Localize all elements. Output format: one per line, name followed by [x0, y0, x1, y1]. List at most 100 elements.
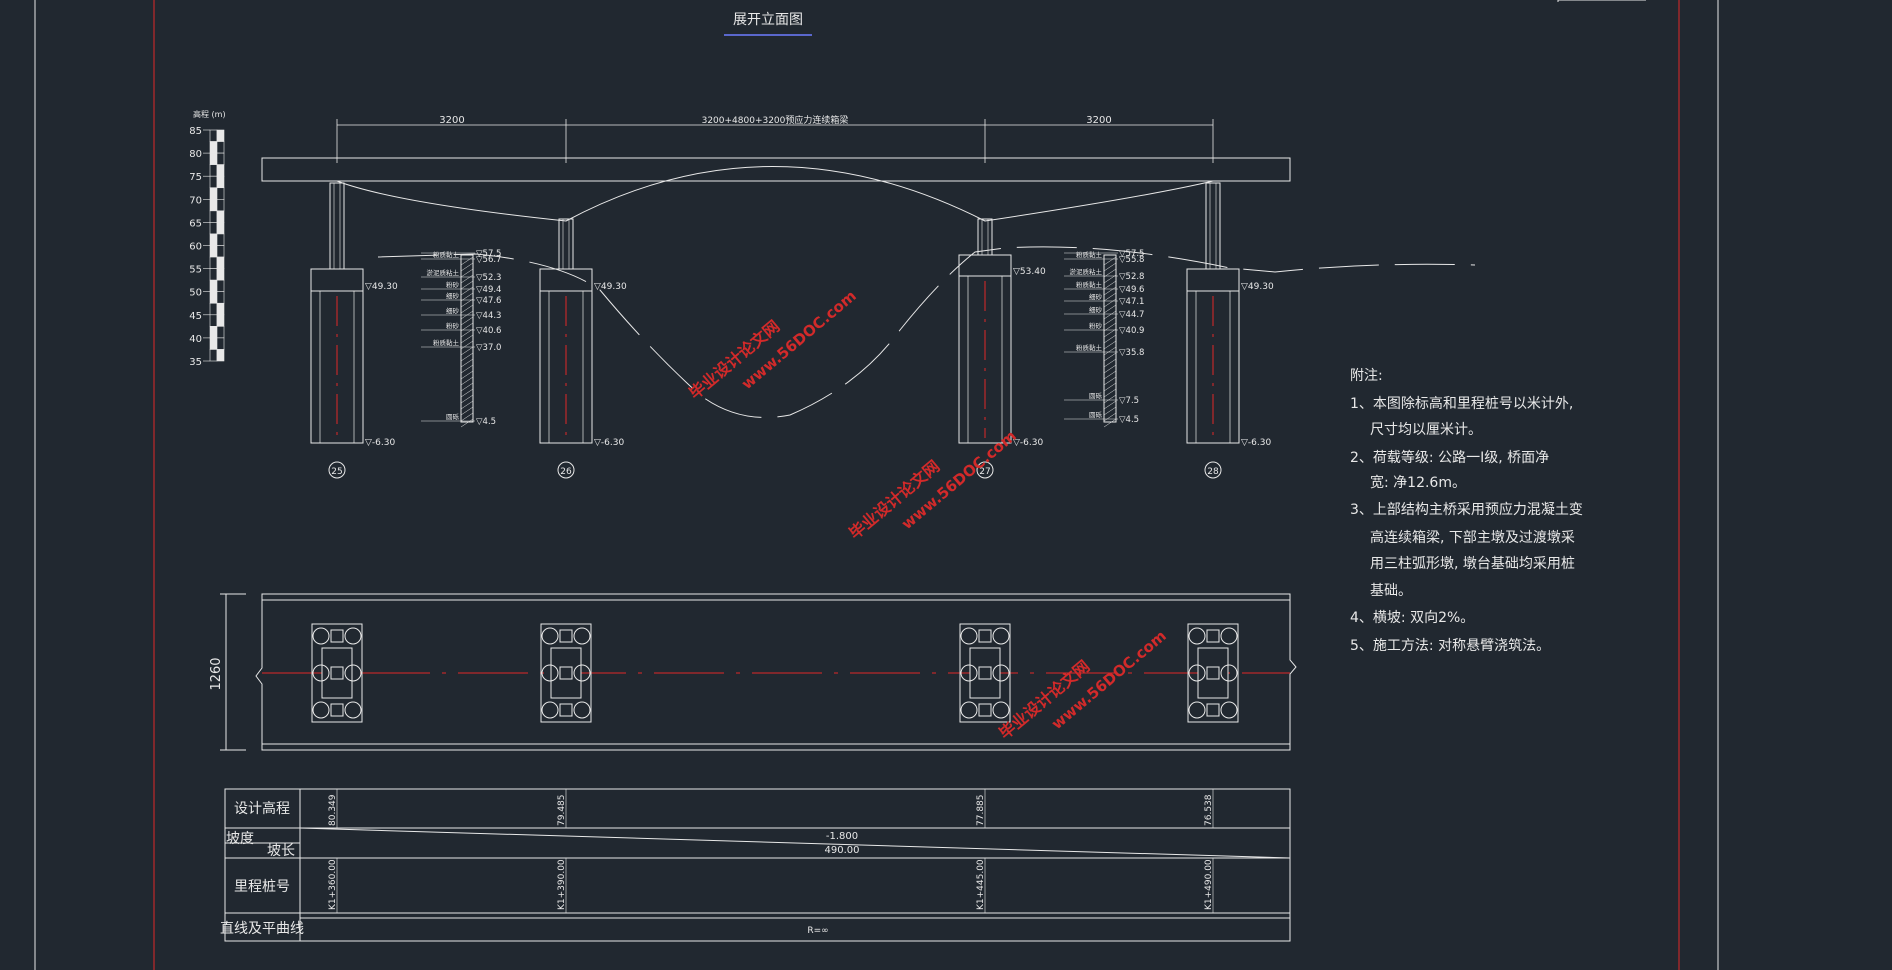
pile-circle — [312, 627, 330, 645]
pier-column-square — [978, 666, 992, 680]
borehole-hatch — [460, 358, 474, 368]
pile-circle — [344, 701, 362, 719]
drawing-title: 展开立面图 — [733, 12, 803, 28]
scale-block — [216, 268, 225, 281]
pile-circle — [344, 664, 362, 682]
pier-number-bubble — [557, 461, 575, 479]
piers: ▽49.30▽-6.3025▽49.30▽-6.3026▽53.40▽-6.30… — [310, 182, 1274, 479]
borehole-hatch — [460, 286, 474, 296]
scale-block — [209, 326, 218, 339]
scale-block — [216, 152, 225, 165]
pile-group-outline — [540, 623, 592, 723]
borehole-hatch — [460, 340, 474, 350]
elevation-scale-label: 45 — [189, 311, 202, 322]
row-label-length: 坡长 — [267, 843, 295, 859]
borehole-hatch — [1103, 280, 1117, 290]
scale-block — [209, 245, 218, 258]
scale-block — [216, 222, 225, 235]
plan-view — [220, 593, 1297, 751]
layer-name: 细砂 — [446, 306, 460, 315]
scale-block — [216, 337, 225, 350]
layer-elevation: ▽40.9 — [1119, 326, 1144, 336]
border-red — [153, 0, 1680, 970]
layer-name: 粉质黏土 — [433, 250, 460, 259]
pile-circle — [960, 664, 978, 682]
bridge-elevation — [261, 157, 1476, 418]
note-line: 4、横坡: 双向2%。 — [1350, 610, 1474, 626]
watermarks: 毕业设计论文网www.56DOC.com毕业设计论文网www.56DOC.com… — [685, 287, 1169, 743]
pier-top-elevation: ▽49.30 — [594, 282, 627, 292]
scale-block — [209, 199, 218, 212]
borehole-hatch — [460, 268, 474, 278]
borehole-hatch — [1103, 328, 1117, 338]
pier-bottom-elevation: ▽-6.30 — [1241, 438, 1271, 448]
scale-block — [209, 141, 218, 154]
pile-circle — [1188, 664, 1206, 682]
pier-column-square — [330, 629, 344, 643]
design-elevation-value: 80.349 — [328, 794, 338, 826]
borehole-hatch — [460, 370, 474, 380]
profile-table — [224, 788, 1291, 942]
layer-elevation: ▽49.6 — [1119, 285, 1144, 295]
pier-column-square — [1206, 629, 1220, 643]
row-label-station: 里程桩号 — [234, 878, 290, 895]
borehole-hatch — [1103, 394, 1117, 404]
borehole-hatch — [1103, 382, 1117, 392]
layer-elevation: ▽47.6 — [476, 296, 501, 306]
borehole-hatch — [460, 382, 474, 392]
scale-block — [209, 164, 218, 177]
borehole-hatch — [1103, 376, 1117, 386]
borehole-hatch — [460, 304, 474, 314]
layer-elevation: ▽47.1 — [1119, 297, 1144, 307]
pile-cap — [1186, 268, 1240, 292]
borehole-hatch — [1103, 406, 1117, 416]
note-line: 宽: 净12.6m。 — [1370, 474, 1466, 491]
elevation-scale-label: 60 — [189, 242, 202, 253]
pier-bottom-elevation: ▽-6.30 — [594, 438, 624, 448]
scale-block — [216, 141, 225, 154]
note-line: 尺寸均以厘米计。 — [1370, 422, 1482, 438]
borehole-hatch — [1103, 322, 1117, 332]
pile-body — [958, 275, 1012, 444]
design-elevation-value: 76.538 — [1204, 794, 1214, 826]
borehole-hatch — [1103, 334, 1117, 344]
notes: 附注:1、本图除标高和里程桩号以米计外,尺寸均以厘米计。2、荷载等级: 公路一I… — [1350, 368, 1583, 654]
note-line: 基础。 — [1370, 582, 1412, 599]
layer-elevation: ▽44.3 — [476, 311, 501, 321]
borehole-hatch — [460, 328, 474, 338]
dim-mid-span: 3200+4800+3200预应力连续箱梁 — [702, 114, 849, 126]
station-value: K1+360.00 — [328, 859, 338, 910]
geology-column-left: ▽57.5▽56.7▽52.3▽49.4▽47.6▽44.3▽40.6▽37.0… — [421, 249, 501, 428]
station-value: K1+445.00 — [976, 859, 986, 910]
pile-body — [310, 290, 364, 444]
scale-block — [209, 268, 218, 281]
scale-block — [216, 164, 225, 177]
ground-line — [377, 246, 1476, 418]
pile-circle — [1188, 627, 1206, 645]
layer-name: 圆砾 — [1089, 392, 1103, 400]
pier-column — [329, 182, 345, 270]
borehole-hatch — [1103, 340, 1117, 350]
geology-column-right: ▽57.5▽55.8▽52.8▽49.6▽47.1▽44.7▽40.9▽35.8… — [1064, 249, 1144, 428]
pier-column — [1205, 182, 1221, 270]
pier-column-square — [1206, 703, 1220, 717]
borehole-hatch — [460, 364, 474, 374]
borehole-hatch — [1103, 298, 1117, 308]
pile-circle — [960, 627, 978, 645]
plan-pier-groups — [311, 623, 1239, 723]
scale-block — [209, 152, 218, 165]
pile-circle — [1220, 627, 1238, 645]
layer-elevation: ▽57.5 — [476, 249, 501, 259]
pile-circle — [992, 664, 1010, 682]
layer-name: 粉砂 — [1089, 321, 1103, 330]
pier-column-square — [1206, 666, 1220, 680]
drawing-frame — [34, 0, 1719, 970]
note-line: 高连续箱梁, 下部主墩及过渡墩采 — [1370, 529, 1575, 546]
pile-group-outline — [959, 623, 1011, 723]
borehole-hatch — [1103, 400, 1117, 410]
pile-circle — [541, 627, 559, 645]
layer-elevation: ▽49.4 — [476, 285, 501, 295]
pier-number-bubble — [976, 461, 994, 479]
scale-block — [216, 199, 225, 212]
borehole-column — [1103, 254, 1117, 423]
